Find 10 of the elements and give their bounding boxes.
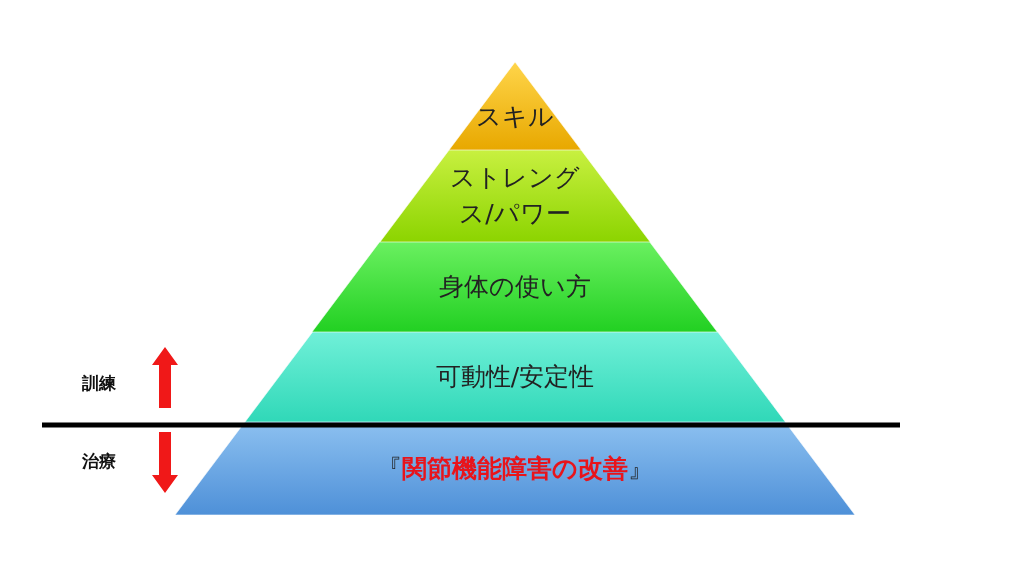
tier-label: 身体の使い方	[439, 270, 591, 303]
side-label: 治療	[82, 450, 116, 473]
tier-label: 可動性/安定性	[435, 360, 595, 393]
side-label: 訓練	[82, 372, 116, 395]
tier-label: 『関節機能障害の改善』	[377, 452, 653, 485]
pyramid-tier	[244, 332, 786, 422]
tier-label: スキル	[476, 100, 554, 133]
pyramid-tier	[312, 242, 718, 332]
tier-label: ストレングス/パワー	[449, 161, 581, 230]
pyramid-tier	[175, 422, 855, 515]
